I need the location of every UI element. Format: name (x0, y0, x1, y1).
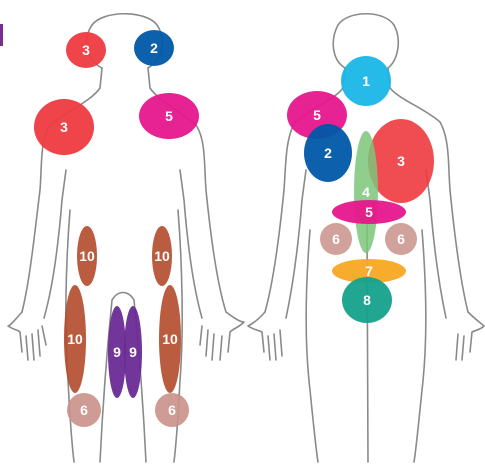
back-leg-left-outline (306, 230, 318, 462)
front-arm-inner-left (44, 170, 66, 318)
zone-ankle-right-label: 6 (168, 402, 176, 418)
zone-head-left-label: 3 (82, 42, 90, 58)
zone-back-shoulder-label: 5 (313, 107, 321, 123)
front-hand-right-outline (200, 312, 244, 360)
zone-waist-label: 5 (365, 204, 373, 220)
zone-buttocks-label: 8 (363, 292, 371, 308)
back-arm-inner-right (426, 170, 446, 318)
back-arm-inner-left (286, 170, 306, 318)
zone-inner-leg-right-label: 9 (129, 344, 137, 360)
zone-ankle-left-label: 6 (80, 402, 88, 418)
zone-hip-right-label: 6 (397, 231, 405, 247)
back-hand-right-outline (456, 312, 484, 360)
zone-inner-leg-left-label: 9 (113, 344, 121, 360)
zone-shoulder-left-label: 3 (60, 119, 68, 135)
zone-head-right-label: 2 (150, 40, 158, 56)
zone-thigh-outer-right-label: 10 (154, 248, 170, 264)
front-arm-inner-right (180, 170, 202, 318)
zone-shin-left-label: 10 (67, 331, 83, 347)
zone-back-right-label: 3 (397, 153, 405, 169)
back-hand-left-outline (248, 312, 282, 360)
corner-mark (0, 24, 3, 46)
front-hand-left-outline (8, 312, 46, 360)
zone-shoulder-right-label: 5 (165, 108, 173, 124)
back-leg-right-outline (414, 230, 426, 462)
zone-neck-label: 1 (362, 73, 370, 89)
back-zones: 1 5 2 3 4 5 6 6 7 8 (287, 56, 434, 323)
zone-thigh-outer-left-label: 10 (79, 248, 95, 264)
front-figure (8, 14, 244, 462)
zone-spine-label: 4 (362, 184, 370, 200)
zone-hip-left-label: 6 (332, 231, 340, 247)
back-spine-line (367, 220, 368, 462)
zone-lower-back-label: 7 (365, 263, 373, 279)
zone-shin-right-label: 10 (162, 331, 178, 347)
zone-back-left-label: 2 (324, 145, 332, 161)
